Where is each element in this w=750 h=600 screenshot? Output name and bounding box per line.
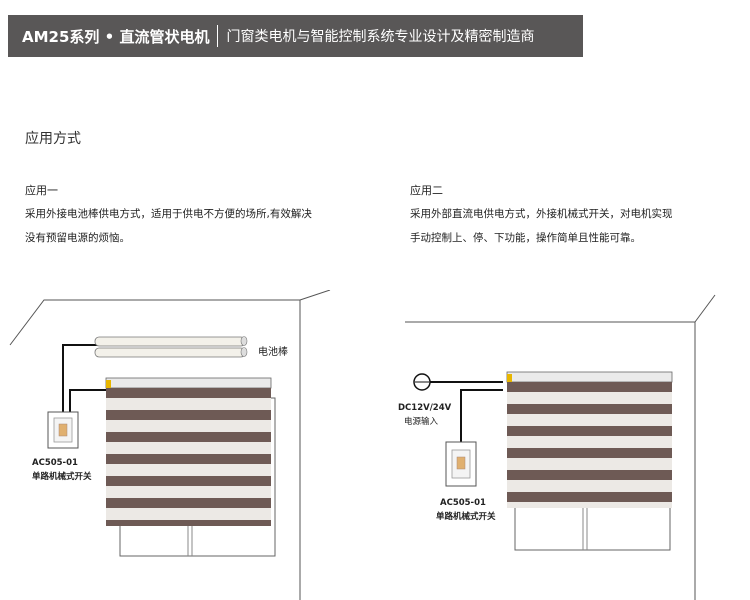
- app1-wall-outline: [9, 299, 300, 346]
- battery-tube-icon: [94, 336, 248, 358]
- app2-blind: [507, 382, 672, 508]
- app2-desc: 采用外部直流电供电方式，外接机械式开关，对电机实现 手动控制上、停、下功能，操作…: [410, 202, 710, 250]
- app1-desc-line1: 采用外接电池棒供电方式，适用于供电不方便的场所,有效解决: [25, 208, 312, 220]
- app1-title: 应用一: [25, 184, 58, 197]
- app1-desc-line2: 没有预留电源的烦恼。: [25, 232, 130, 244]
- app2-switch-model: AC505-01: [440, 498, 486, 508]
- app2-diagram: [405, 294, 716, 600]
- app1-desc: 采用外接电池棒供电方式，适用于供电不方便的场所,有效解决 没有预留电源的烦恼。: [25, 202, 325, 250]
- app1-wire: [62, 344, 99, 415]
- header-tagline: 门窗类电机与智能控制系统专业设计及精密制造商: [226, 29, 535, 45]
- app2-title: 应用二: [410, 184, 443, 197]
- app2-wall-corner: [694, 294, 716, 323]
- app1-motor-cap: [106, 380, 111, 388]
- app1-diagram: [9, 290, 331, 600]
- app2-headrail: [506, 371, 673, 383]
- app1-blind: [106, 388, 271, 526]
- app2-wire-switch: [460, 389, 503, 445]
- app2-desc-line1: 采用外部直流电供电方式，外接机械式开关，对电机实现: [410, 208, 673, 220]
- app1-wall-corner: [299, 290, 331, 301]
- app2-desc-line2: 手动控制上、停、下功能，操作简单且性能可靠。: [410, 232, 641, 244]
- header-model: AM25系列 • 直流管状电机: [22, 27, 210, 46]
- power-input-icon: [413, 373, 431, 391]
- app2-switch-name: 单路机械式开关: [436, 512, 496, 522]
- app1-wire-motor: [69, 389, 106, 415]
- app1-headrail: [105, 377, 272, 389]
- app1-switch-name: 单路机械式开关: [32, 472, 92, 482]
- header-bar: AM25系列 • 直流管状电机 门窗类电机与智能控制系统专业设计及精密制造商: [8, 15, 583, 57]
- app2-switch-icon: [445, 441, 477, 487]
- header-divider: [217, 25, 219, 47]
- power-sub-label: 电源输入: [404, 417, 439, 427]
- app2-motor-cap: [507, 374, 512, 382]
- battery-label: 电池棒: [258, 347, 288, 358]
- power-label: DC12V/24V: [398, 403, 452, 413]
- app1-switch-model: AC505-01: [32, 458, 78, 468]
- section-title: 应用方式: [25, 131, 81, 147]
- app1-switch-icon: [47, 411, 79, 449]
